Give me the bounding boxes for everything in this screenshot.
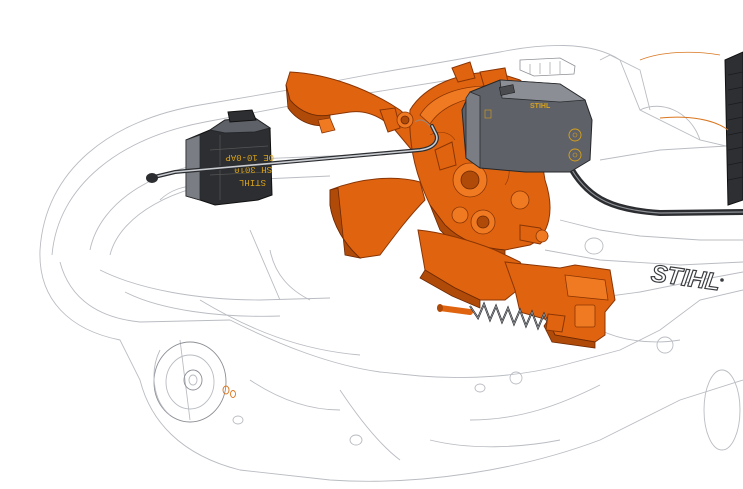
controller-brand-print: STIHL <box>530 103 551 110</box>
controller-module: STIHL <box>461 57 593 173</box>
motor-area <box>569 51 743 217</box>
trigger-blade <box>329 177 426 259</box>
switch-code-print-2: 0E 10-0AP <box>225 152 274 162</box>
switch-code-print-1: SH 3010 <box>234 164 272 174</box>
trigger-lever-arm <box>285 71 443 169</box>
housing-wireframe <box>39 45 743 482</box>
return-spring <box>437 301 566 333</box>
logo-registered-dot <box>720 278 724 282</box>
switch-brand-print: STIHL <box>239 177 266 187</box>
actuating-rod <box>146 119 439 183</box>
lower-lever <box>417 229 616 349</box>
housing-brand-logo: STIHL <box>649 260 721 296</box>
micro-switch: STIHL SH 3010 0E 10-0AP <box>185 109 274 206</box>
